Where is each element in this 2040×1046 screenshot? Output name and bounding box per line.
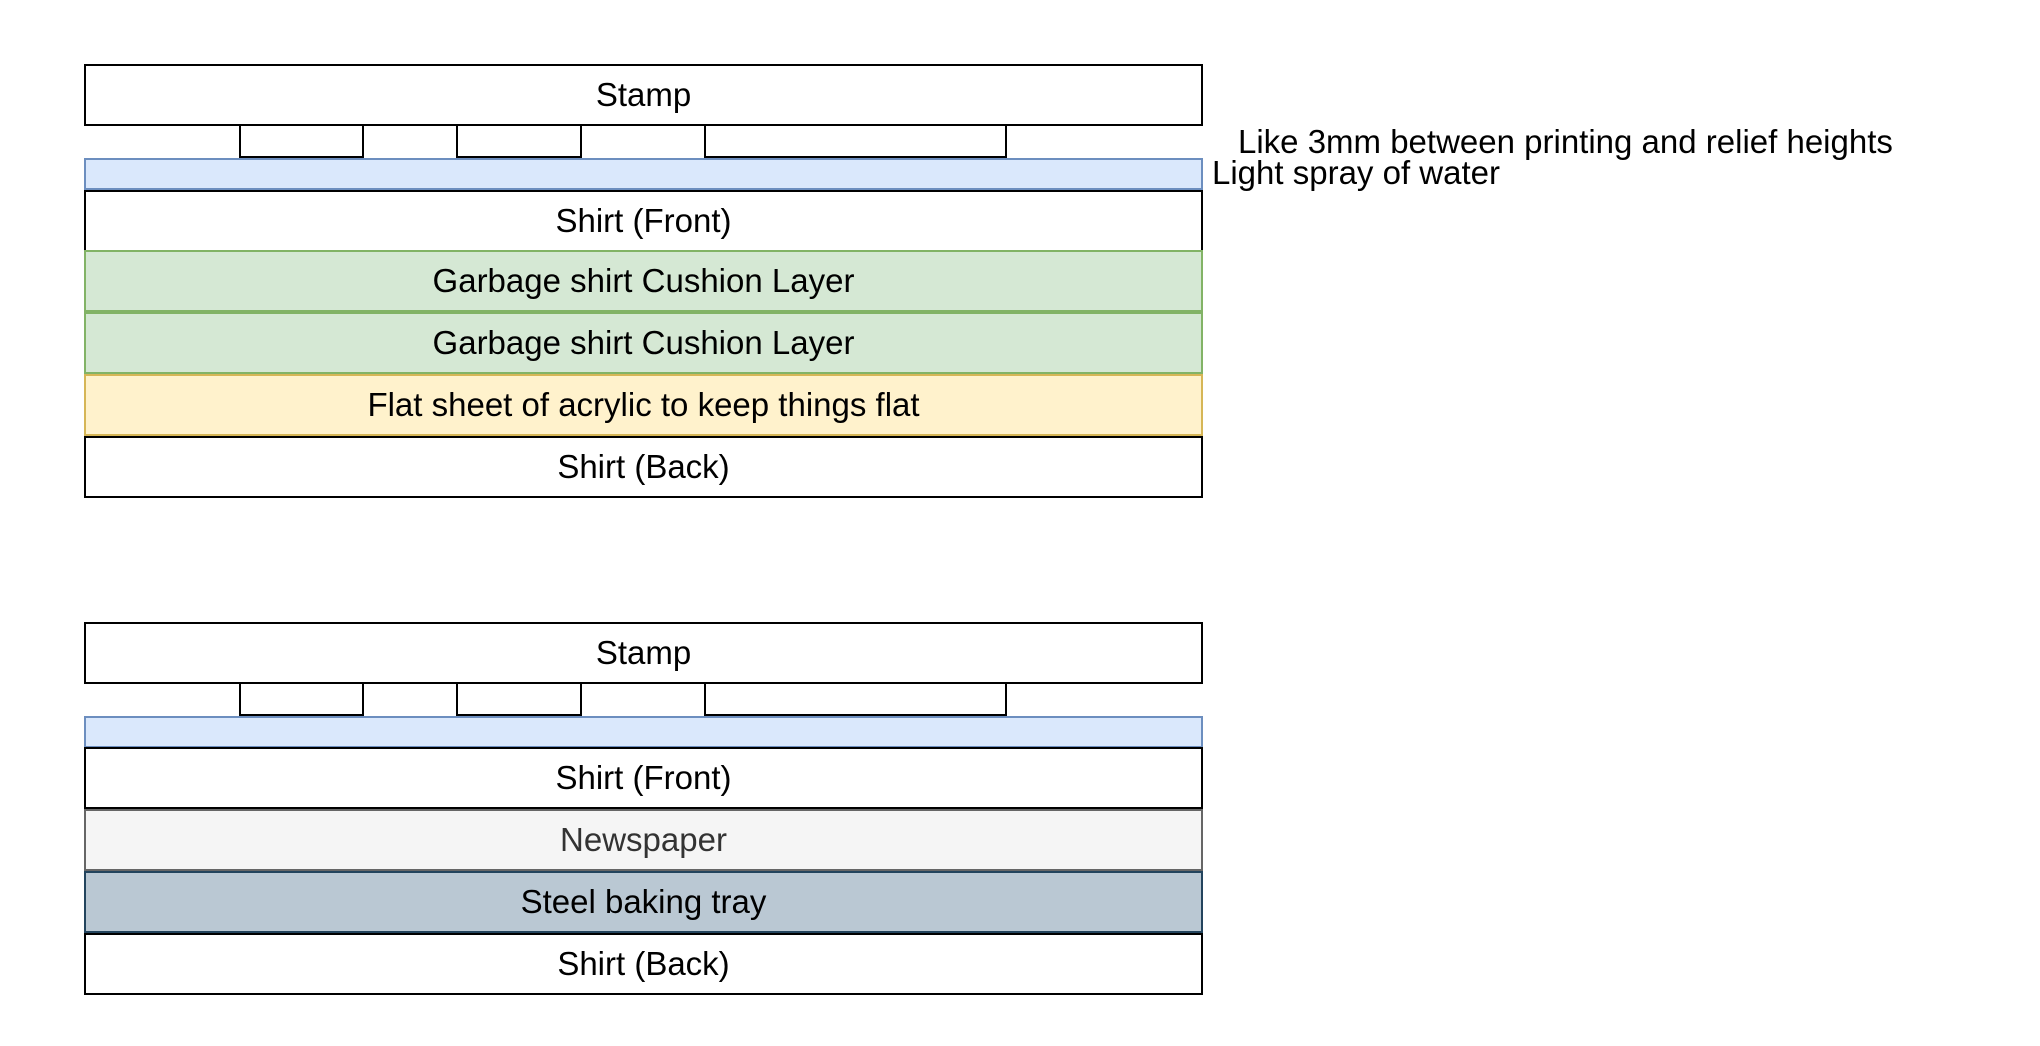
relief-height-note: Like 3mm between printing and relief hei… xyxy=(1238,123,1893,160)
bottom-tray-layer: Steel baking tray xyxy=(84,871,1203,933)
top-shirt-back-label: Shirt (Back) xyxy=(557,448,730,485)
top-acrylic-layer: Flat sheet of acrylic to keep things fla… xyxy=(84,374,1203,436)
bottom-relief-block-3 xyxy=(704,684,1007,716)
top-cushion-layer-1: Garbage shirt Cushion Layer xyxy=(84,250,1203,312)
bottom-shirt-front-layer: Shirt (Front) xyxy=(84,747,1203,809)
top-cushion-label-2: Garbage shirt Cushion Layer xyxy=(432,324,855,361)
top-cushion-layer-2: Garbage shirt Cushion Layer xyxy=(84,312,1203,374)
bottom-stamp-label: Stamp xyxy=(595,634,692,671)
top-acrylic-label: Flat sheet of acrylic to keep things fla… xyxy=(367,386,920,423)
bottom-relief-block-2 xyxy=(456,684,582,716)
bottom-tray-label: Steel baking tray xyxy=(520,883,767,920)
water-spray-note: Light spray of water xyxy=(1212,154,1500,191)
bottom-water-layer xyxy=(84,716,1203,748)
top-cushion-label-1: Garbage shirt Cushion Layer xyxy=(432,262,855,299)
bottom-stamp-layer: Stamp xyxy=(84,622,1203,684)
bottom-shirt-back-label: Shirt (Back) xyxy=(557,945,730,982)
bottom-relief-block-1 xyxy=(239,684,364,716)
top-relief-block-1 xyxy=(239,126,364,158)
bottom-shirt-back-layer: Shirt (Back) xyxy=(84,933,1203,995)
top-relief-block-3 xyxy=(704,126,1007,158)
top-stamp-layer: Stamp xyxy=(84,64,1203,126)
bottom-newspaper-layer: Newspaper xyxy=(84,809,1203,871)
top-shirt-front-label: Shirt (Front) xyxy=(555,202,732,239)
top-shirt-back-layer: Shirt (Back) xyxy=(84,436,1203,498)
bottom-shirt-front-label: Shirt (Front) xyxy=(555,759,732,796)
top-stamp-label: Stamp xyxy=(595,76,692,113)
top-relief-block-2 xyxy=(456,126,582,158)
top-shirt-front-layer: Shirt (Front) xyxy=(84,190,1203,252)
top-water-layer xyxy=(84,158,1203,190)
bottom-newspaper-label: Newspaper xyxy=(560,821,727,858)
